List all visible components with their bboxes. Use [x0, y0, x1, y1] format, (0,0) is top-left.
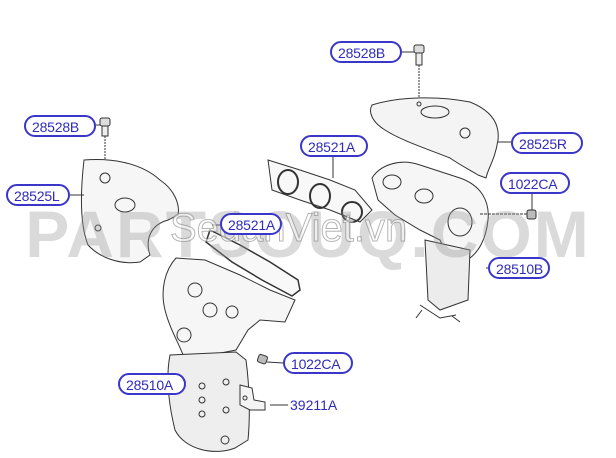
callout-nut-1022ca-right[interactable]: 1022CA — [500, 172, 570, 194]
nut-icon — [256, 353, 284, 365]
gasket-lower — [205, 224, 301, 297]
bracket-icon — [239, 384, 288, 411]
callout-manifold-28510b[interactable]: 28510B — [488, 257, 550, 279]
bolt-icon — [96, 117, 111, 178]
callout-bolt-28528b-top[interactable]: 28528B — [330, 41, 402, 63]
heat-shield-right — [370, 97, 499, 179]
gasket-upper — [267, 157, 373, 223]
manifold-right — [371, 161, 489, 323]
bolt-icon — [402, 44, 425, 102]
callout-nut-1022ca-lower[interactable]: 1022CA — [283, 352, 353, 374]
manifold-left — [160, 257, 296, 452]
callout-heat-shield-28525r[interactable]: 28525R — [511, 132, 583, 154]
label-bracket-39211a[interactable]: 39211A — [290, 397, 338, 413]
callout-heat-shield-28525l[interactable]: 28525L — [6, 184, 70, 206]
callout-bolt-28528b-left[interactable]: 28528B — [24, 115, 96, 137]
callout-gasket-28521a-lower[interactable]: 28521A — [220, 213, 282, 235]
callout-gasket-28521a-upper[interactable]: 28521A — [300, 135, 368, 157]
callout-manifold-28510a[interactable]: 28510A — [118, 373, 186, 395]
nut-icon — [480, 194, 537, 220]
